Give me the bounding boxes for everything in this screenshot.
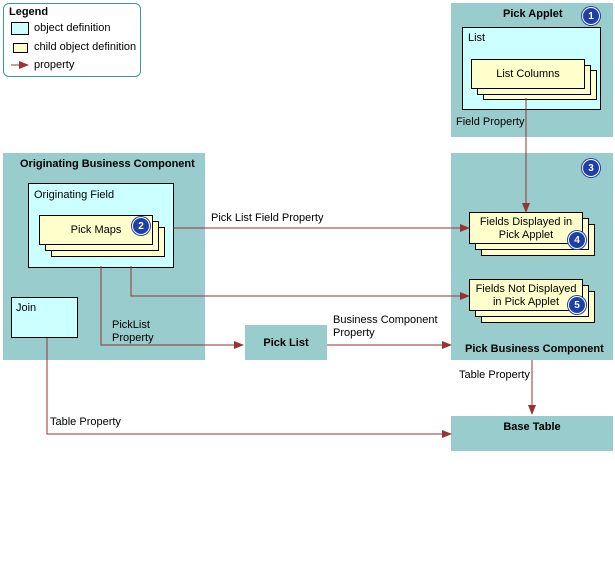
label-table-property-right: Table Property xyxy=(459,369,530,381)
list-title: List xyxy=(468,32,486,44)
originating-field-title: Originating Field xyxy=(34,189,115,201)
list-box: List List Columns xyxy=(462,27,601,110)
legend-object-label: object definition xyxy=(34,22,111,34)
badge-3: 3 xyxy=(582,159,600,177)
label-picklist-property-1: PickList xyxy=(112,319,150,331)
legend-child-swatch xyxy=(13,43,28,53)
badge-1: 1 xyxy=(582,7,600,25)
base-table-title: Base Table xyxy=(503,421,561,433)
badge-5: 5 xyxy=(568,296,586,314)
fields-displayed-line2: Pick Applet xyxy=(498,229,554,241)
legend-object-swatch xyxy=(11,22,29,35)
pick-applet-box: Pick Applet 1 List List Columns xyxy=(451,3,613,137)
label-bc-property-2: Property xyxy=(333,327,375,339)
originating-bc-box: Originating Business Component Originati… xyxy=(3,153,205,360)
base-table-box: Base Table xyxy=(451,416,613,451)
label-field-property: Field Property xyxy=(456,116,525,128)
badge-2: 2 xyxy=(132,217,150,235)
originating-field-box: Originating Field Pick Maps 2 xyxy=(28,183,174,268)
join-box: Join xyxy=(11,297,78,338)
arrow-table-property-left xyxy=(46,338,452,438)
join-title: Join xyxy=(16,302,37,314)
fields-displayed-box: Fields Displayed in Pick Applet xyxy=(469,212,583,244)
fields-displayed-line1: Fields Displayed in xyxy=(479,216,573,228)
arrow-fields-not-displayed xyxy=(130,266,470,300)
fields-not-displayed-box: Fields Not Displayed in Pick Applet xyxy=(469,279,583,311)
list-columns-box: List Columns xyxy=(471,59,585,89)
fields-not-displayed-line1: Fields Not Displayed xyxy=(475,283,577,295)
legend-property-label: property xyxy=(34,59,75,71)
label-picklist-property-2: Property xyxy=(112,332,154,344)
pick-list-box: Pick List xyxy=(245,325,327,360)
arrow-picklist-property xyxy=(100,266,244,349)
pick-bc-title: Pick Business Component xyxy=(465,343,604,355)
label-table-property-left: Table Property xyxy=(50,416,121,428)
legend-child-label: child object definition xyxy=(34,41,137,53)
legend: Legend object definition child object de… xyxy=(3,3,141,77)
originating-bc-title: Originating Business Component xyxy=(20,158,195,170)
pick-bc-box: 3 Fields Displayed in Pick Applet 4 Fiel… xyxy=(451,153,613,360)
fields-not-displayed-line2: in Pick Applet xyxy=(492,296,560,308)
badge-4: 4 xyxy=(568,231,586,249)
label-pick-list-field-property: Pick List Field Property xyxy=(211,212,324,224)
pick-applet-title: Pick Applet xyxy=(503,8,563,20)
label-bc-property-1: Business Component xyxy=(333,314,438,326)
legend-title: Legend xyxy=(9,6,49,18)
